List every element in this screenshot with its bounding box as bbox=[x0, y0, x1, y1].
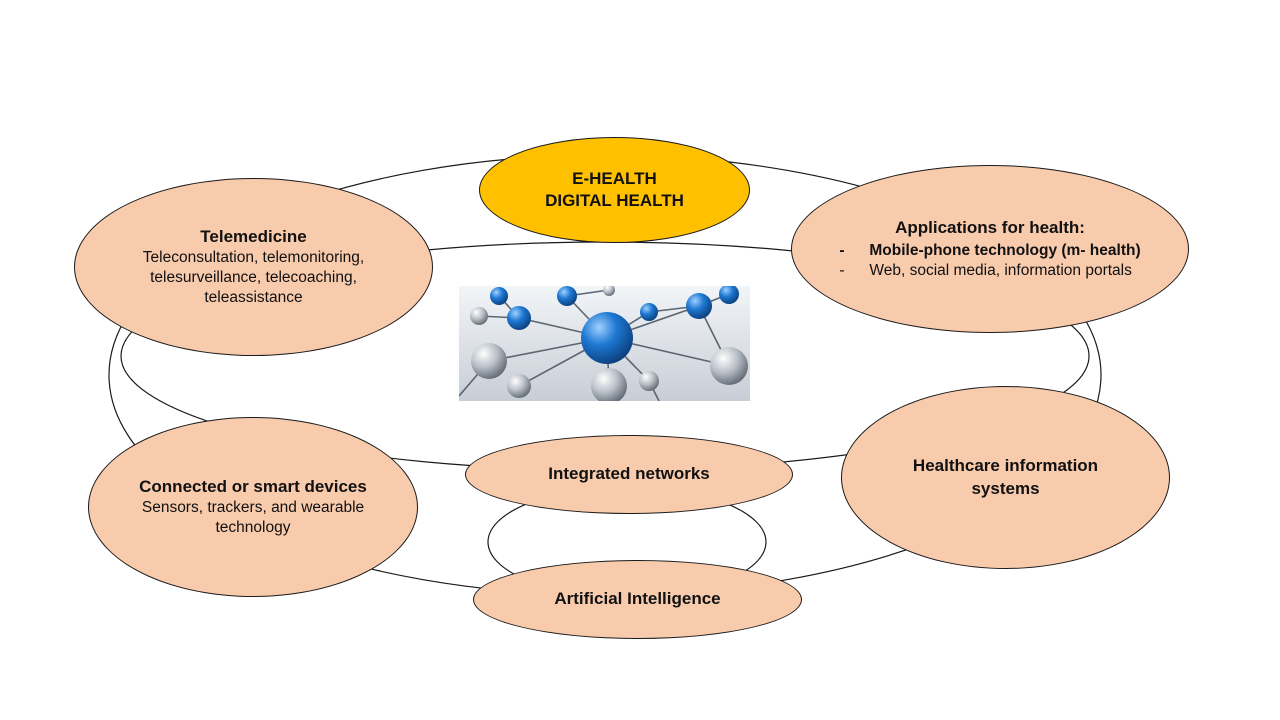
node-healthcare-information-systems: Healthcare information systems bbox=[841, 386, 1170, 569]
node-integrated-networks: Integrated networks bbox=[465, 435, 793, 514]
list-item-marker: - bbox=[839, 241, 845, 259]
node-devices: Connected or smart devices Sensors, trac… bbox=[88, 417, 418, 597]
node-artificial-intelligence: Artificial Intelligence bbox=[473, 560, 802, 639]
node-applications-title: Applications for health: bbox=[895, 217, 1085, 237]
node-networks-title: Integrated networks bbox=[548, 464, 710, 484]
node-ehealth-line1: E-HEALTH bbox=[572, 168, 657, 188]
node-ai-title: Artificial Intelligence bbox=[554, 589, 721, 609]
node-telemedicine-title: Telemedicine bbox=[200, 226, 307, 246]
list-item-marker: - bbox=[839, 262, 845, 280]
node-ehealth: E-HEALTH DIGITAL HEALTH bbox=[479, 137, 750, 243]
node-devices-line1: Sensors, trackers, and wearable bbox=[141, 498, 365, 516]
node-telemedicine-line3: teleassistance bbox=[204, 289, 303, 307]
node-telemedicine-line2: telesurveillance, telecoaching, bbox=[150, 268, 357, 286]
node-his-line1: Healthcare information bbox=[912, 456, 1099, 476]
list-item: - Mobile-phone technology (m- health) bbox=[839, 241, 1140, 261]
network-illustration bbox=[459, 286, 750, 401]
node-ehealth-line2: DIGITAL HEALTH bbox=[545, 191, 684, 210]
list-item-text: Web, social media, information portals bbox=[869, 262, 1132, 280]
list-item: - Web, social media, information portals bbox=[839, 261, 1140, 281]
node-telemedicine-line1: Teleconsultation, telemonitoring, bbox=[142, 248, 365, 266]
node-devices-line2: technology bbox=[215, 519, 291, 537]
node-devices-title: Connected or smart devices bbox=[139, 476, 367, 496]
node-applications: Applications for health: - Mobile-phone … bbox=[791, 165, 1189, 333]
applications-list: - Mobile-phone technology (m- health) - … bbox=[839, 241, 1140, 281]
node-his-line2: systems bbox=[971, 478, 1040, 498]
list-item-text: Mobile-phone technology (m- health) bbox=[869, 241, 1141, 259]
node-telemedicine: Telemedicine Teleconsultation, telemonit… bbox=[74, 178, 433, 356]
